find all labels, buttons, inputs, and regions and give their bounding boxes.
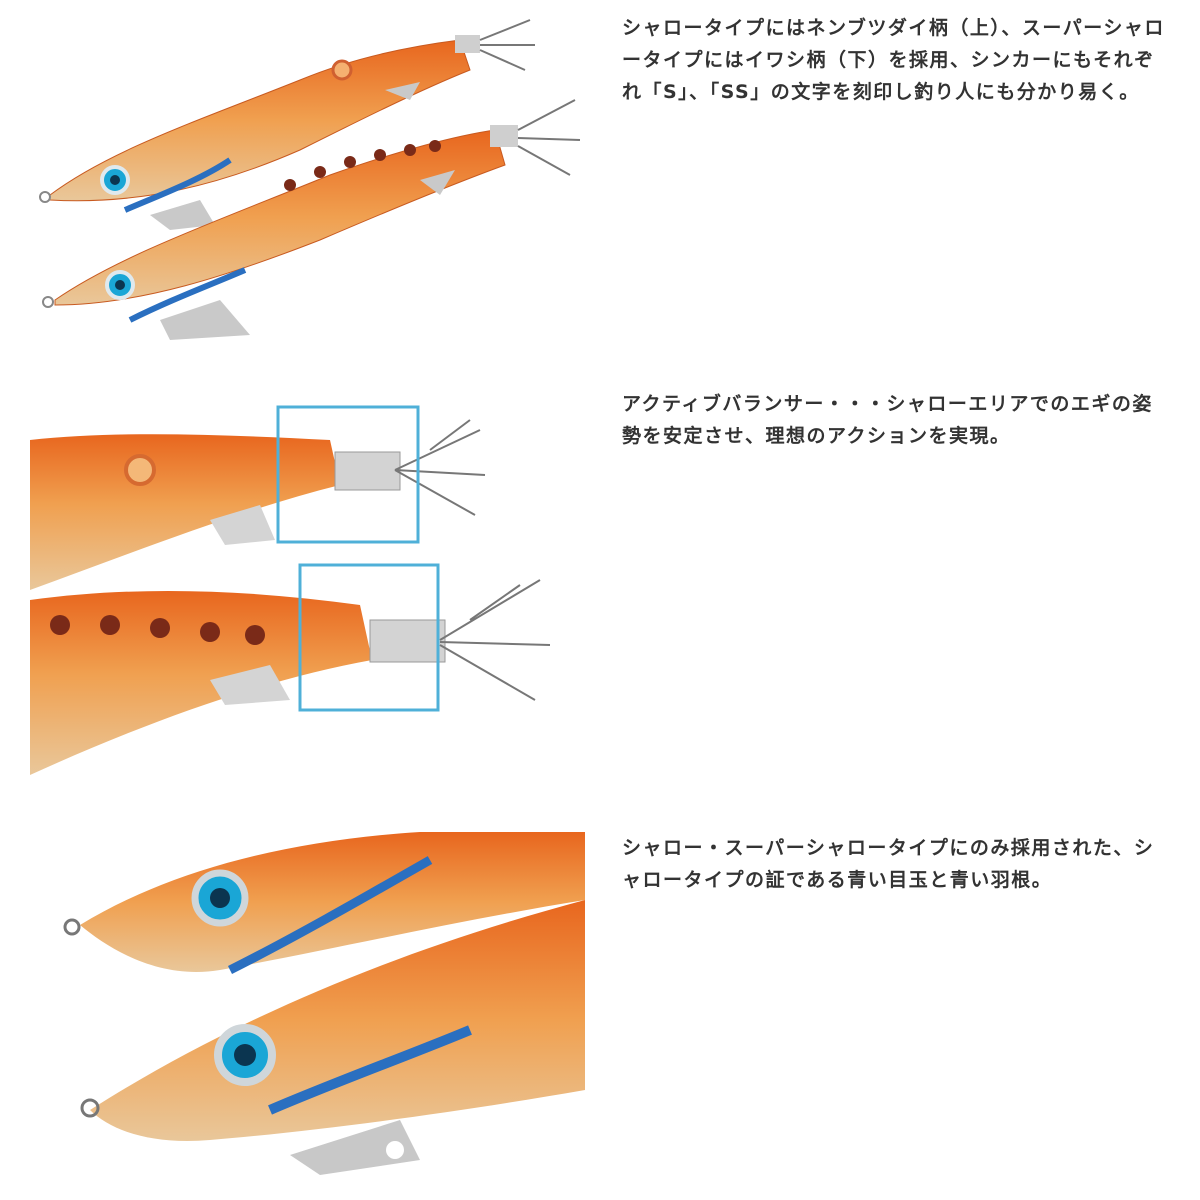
egi-lures-illustration	[39, 19, 581, 340]
section-shallow-types: シャロータイプにはネンブツダイ柄（上）、スーパーシャロータイプにはイワシ柄（下）…	[0, 0, 1200, 360]
section-active-balancer: アクティブバランサー・・・シャローエリアでのエギの姿勢を安定させ、理想のアクショ…	[0, 380, 1200, 800]
active-balancer-image	[0, 380, 600, 800]
shallow-type-patterns-image	[0, 0, 600, 360]
lower-lure	[42, 99, 581, 340]
active-balancer-caption: アクティブバランサー・・・シャローエリアでのエギの姿勢を安定させ、理想のアクショ…	[622, 393, 1153, 447]
balancer-highlight-box-lower	[298, 563, 440, 712]
head-closeup-illustration	[63, 832, 585, 1175]
blue-eye-feather-image	[0, 810, 600, 1200]
balancer-highlight-box-upper	[276, 405, 420, 544]
balancer-closeup-illustration	[30, 405, 551, 775]
shallow-types-caption: シャロータイプにはネンブツダイ柄（上）、スーパーシャロータイプにはイワシ柄（下）…	[622, 17, 1165, 103]
section-blue-eye-feather: シャロー・スーパーシャロータイプにのみ採用された、シャロータイプの証である青い目…	[0, 810, 1200, 1200]
blue-eye-feather-caption: シャロー・スーパーシャロータイプにのみ採用された、シャロータイプの証である青い目…	[622, 837, 1155, 891]
upper-lure	[39, 19, 535, 230]
